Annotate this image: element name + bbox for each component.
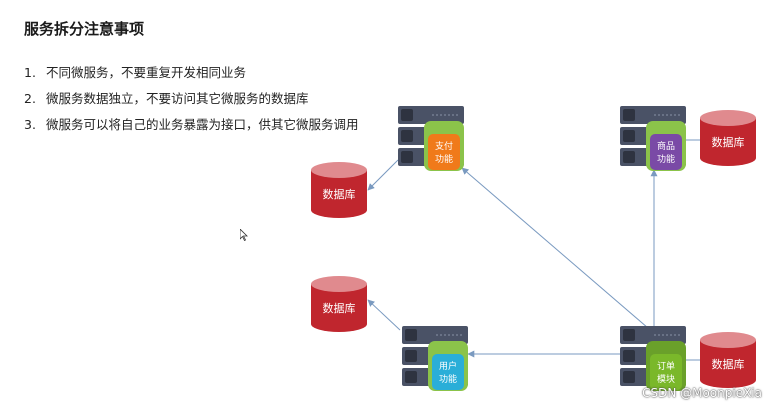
rule-number: 2. (24, 91, 36, 106)
rules-list: 1. 不同微服务，不要重复开发相同业务 2. 微服务数据独立，不要访问其它微服务的数… (24, 64, 359, 142)
service-label-line2: 功能 (657, 153, 675, 165)
connector-order-to-pay (461, 167, 649, 329)
connectors (367, 139, 700, 361)
rule-item: 3. 微服务可以将自己的业务暴露为接口，供其它微服务调用 (24, 116, 359, 142)
connector-user-to-db (367, 299, 401, 331)
database-icon (700, 340, 756, 388)
rule-item: 2. 微服务数据独立，不要访问其它微服务的数据库 (24, 90, 359, 116)
service-node-pay: 支付 功能 (398, 106, 464, 171)
rule-text: 不同微服务，不要重复开发相同业务 (46, 65, 247, 80)
service-label-line1: 商品 (657, 140, 675, 152)
rule-number: 3. (24, 117, 36, 132)
rule-number: 1. (24, 65, 36, 80)
connector-pay-to-db (367, 159, 399, 191)
database-label: 数据库 (323, 187, 356, 201)
database-goods: 数据库 (700, 110, 756, 166)
service-badge: 订单 模块 (646, 341, 686, 391)
database-label: 数据库 (712, 135, 745, 149)
rule-text: 微服务可以将自己的业务暴露为接口，供其它微服务调用 (46, 117, 359, 132)
watermark: CSDN @MoonpieXia (642, 386, 762, 400)
service-label-line2: 功能 (439, 373, 457, 385)
database-user: 数据库 (311, 276, 367, 332)
rule-text: 微服务数据独立，不要访问其它微服务的数据库 (46, 91, 309, 106)
rule-item: 1. 不同微服务，不要重复开发相同业务 (24, 64, 359, 90)
service-node-goods: 商品 功能 (620, 106, 686, 171)
database-label: 数据库 (712, 357, 745, 371)
page-title: 服务拆分注意事项 (24, 20, 145, 38)
service-badge: 商品 功能 (646, 121, 686, 171)
mouse-cursor-icon (240, 229, 248, 241)
service-node-order: 订单 模块 (620, 326, 686, 391)
service-label-line1: 支付 (435, 140, 453, 152)
service-label-line1: 用户 (439, 360, 457, 372)
database-pay: 数据库 (311, 162, 367, 218)
database-icon (311, 284, 367, 332)
service-node-user: 用户 功能 (402, 326, 468, 391)
service-label-line1: 订单 (657, 360, 675, 372)
database-icon (311, 170, 367, 218)
database-order: 数据库 (700, 332, 756, 388)
service-label-line2: 模块 (657, 373, 675, 385)
service-badge: 用户 功能 (428, 341, 468, 391)
database-icon (700, 118, 756, 166)
service-label-line2: 功能 (435, 153, 453, 165)
database-label: 数据库 (323, 301, 356, 315)
service-badge: 支付 功能 (424, 121, 464, 171)
